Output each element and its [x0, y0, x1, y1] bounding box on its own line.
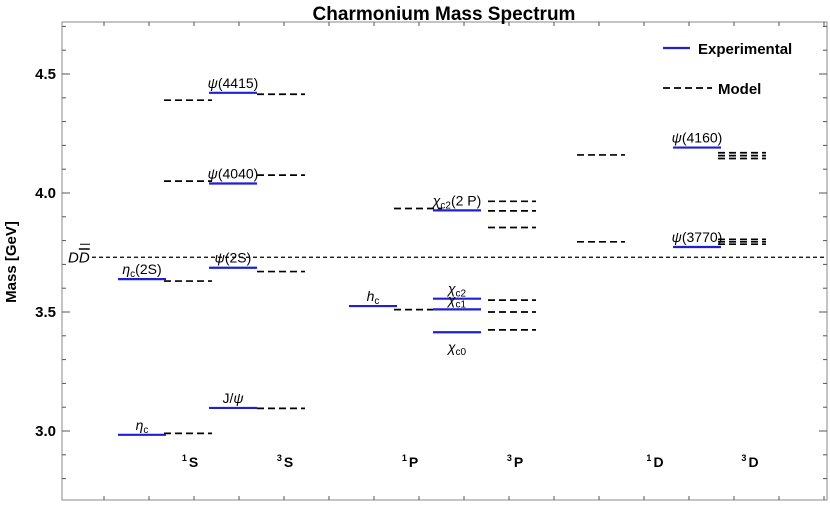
y-tick-labels: 3.0 3.5 4.0 4.5	[35, 66, 56, 440]
experimental-levels	[118, 91, 721, 436]
state-label: ψ(3770)	[672, 229, 723, 245]
state-label: χc2	[446, 281, 467, 300]
legend-model-label: Model	[718, 81, 761, 98]
tick-marks	[62, 22, 827, 500]
y-tick-label: 4.5	[35, 66, 56, 83]
y-tick-label: 3.0	[35, 423, 56, 440]
chart-title: Charmonium Mass Spectrum	[313, 4, 576, 25]
legend: Experimental Model	[663, 41, 792, 98]
state-label: ψ(4040)	[208, 165, 259, 181]
y-tick-label: 3.5	[35, 304, 56, 321]
state-label: ψ(2S)	[215, 250, 252, 266]
state-label: ηc	[136, 417, 149, 436]
threshold: DD	[68, 243, 827, 266]
state-label: ψ(4160)	[672, 130, 723, 146]
state-label: ψ(4415)	[208, 75, 259, 91]
state-label: ηc(2S)	[122, 261, 161, 280]
state-label: hc	[367, 288, 380, 307]
model-levels	[164, 93, 766, 435]
y-axis-label: Mass [GeV]	[3, 221, 20, 303]
state-label: J/ψ	[222, 390, 243, 406]
state-label: χc0	[446, 339, 467, 358]
threshold-label: DD	[68, 249, 90, 266]
state-label: χc2(2 P)	[431, 192, 482, 211]
legend-experimental-label: Experimental	[698, 41, 792, 58]
plot-frame	[61, 21, 828, 501]
y-tick-label: 4.0	[35, 185, 56, 202]
state-label: χc1	[446, 291, 467, 310]
state-labels: ηcηc(2S)J/ψψ(2S)ψ(4040)ψ(4415)hcχc0χc1χc…	[122, 75, 722, 436]
